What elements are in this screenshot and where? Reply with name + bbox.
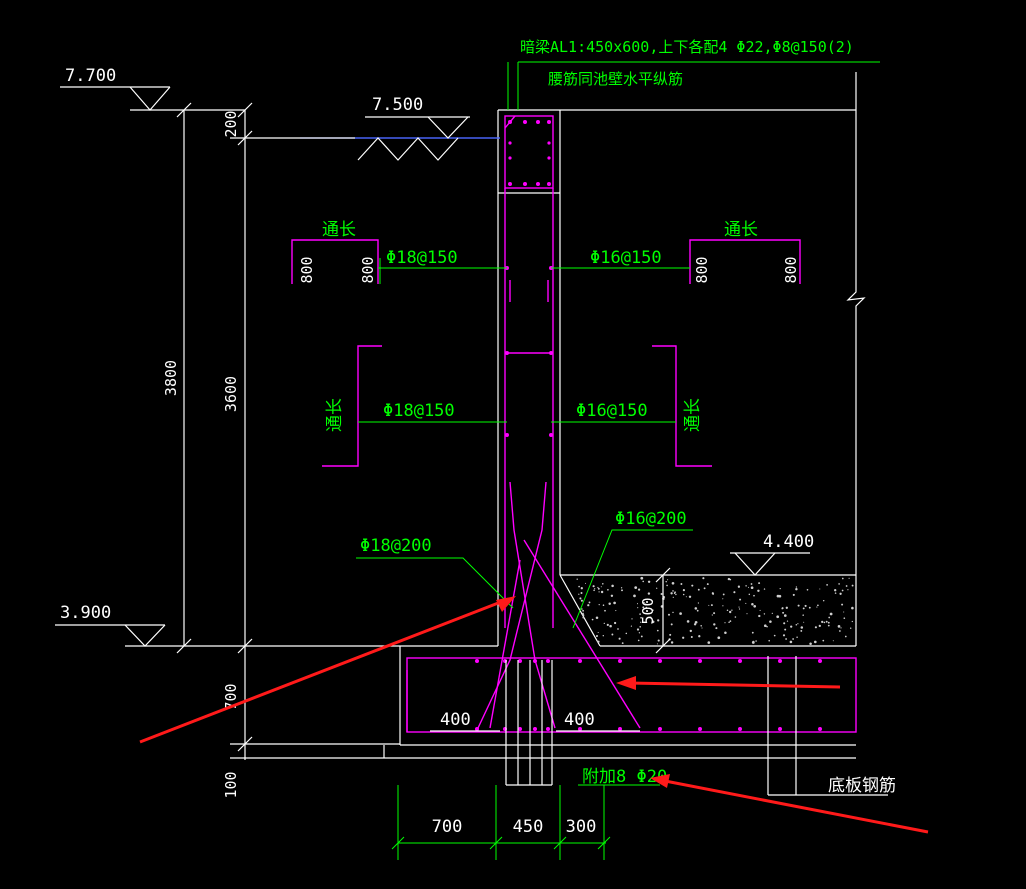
- left-dimensions: 3800 3600 200 700 100: [162, 102, 400, 799]
- continuous-hook-upper-left: 通长 800 800: [291, 220, 379, 284]
- dim-total-height: 3800: [162, 360, 180, 396]
- dim-top-offset: 200: [222, 110, 240, 137]
- fill-dimension: 500: [639, 567, 671, 654]
- wall-rebar: [477, 188, 641, 729]
- label-left-horizontal-1: Φ18@150: [386, 248, 458, 268]
- continuous-label-ul: 通长: [322, 220, 356, 240]
- label-right-vertical: Φ16@200: [615, 509, 687, 529]
- dim-fill-thickness: 500: [639, 597, 657, 624]
- continuous-hook-lower-right: 通长: [652, 345, 712, 467]
- slab-rebar: [406, 656, 888, 796]
- label-right-horizontal-2: Φ16@150: [576, 401, 648, 421]
- lap-ul-2: 800: [359, 256, 377, 283]
- fill-hatch: [576, 576, 854, 645]
- beam-note-line2: 腰筋同池壁水平纵筋: [548, 70, 683, 88]
- elevation-marker-ground: 7.500: [365, 95, 470, 139]
- elevation-inner-label: 4.400: [763, 532, 814, 552]
- dim-anchor-left: 400: [440, 710, 471, 730]
- label-right-horizontal-1: Φ16@150: [590, 248, 662, 268]
- bottom-dimensions: 700 450 300: [391, 785, 611, 860]
- annotation-arrows: [139, 596, 929, 834]
- elevation-top-label: 7.700: [65, 66, 116, 86]
- continuous-hook-lower-left: 通长: [322, 345, 382, 467]
- continuous-label-ll: 通长: [325, 398, 345, 432]
- label-slab-rebar: 底板钢筋: [828, 776, 896, 796]
- dim-width-wall: 450: [513, 817, 544, 837]
- lap-ur-2: 800: [782, 256, 800, 283]
- lap-ur-1: 800: [693, 256, 711, 283]
- dim-cushion: 100: [222, 771, 240, 798]
- lap-ul-1: 800: [298, 256, 316, 283]
- dim-wall-height: 3600: [222, 376, 240, 412]
- elevation-ground-label: 7.500: [372, 95, 423, 115]
- continuous-label-ur: 通长: [724, 220, 758, 240]
- hidden-beam: [498, 115, 560, 194]
- leader-lines: [356, 61, 880, 786]
- continuous-label-lr: 通长: [683, 398, 703, 432]
- dim-width-left: 700: [432, 817, 463, 837]
- label-additional: 附加8 Φ20: [582, 767, 667, 787]
- dim-width-right: 300: [566, 817, 597, 837]
- rebar-labels: 暗梁AL1:450x600,上下各配4 Φ22,Φ8@150(2) 腰筋同池壁水…: [360, 38, 854, 787]
- continuous-hook-upper-right: 通长 800 800: [689, 220, 801, 284]
- label-left-vertical: Φ18@200: [360, 536, 432, 556]
- ground-hatch: [300, 137, 500, 161]
- concrete-outline: [383, 72, 866, 759]
- beam-note-line1: 暗梁AL1:450x600,上下各配4 Φ22,Φ8@150(2): [520, 38, 854, 56]
- dim-anchor-right: 400: [564, 710, 595, 730]
- elevation-marker-bottom: 3.900: [55, 603, 400, 647]
- elevation-marker-inner: 4.400: [730, 532, 814, 576]
- label-left-horizontal-2: Φ18@150: [383, 401, 455, 421]
- elevation-marker-top: 7.700: [60, 66, 245, 111]
- elevation-bottom-label: 3.900: [60, 603, 111, 623]
